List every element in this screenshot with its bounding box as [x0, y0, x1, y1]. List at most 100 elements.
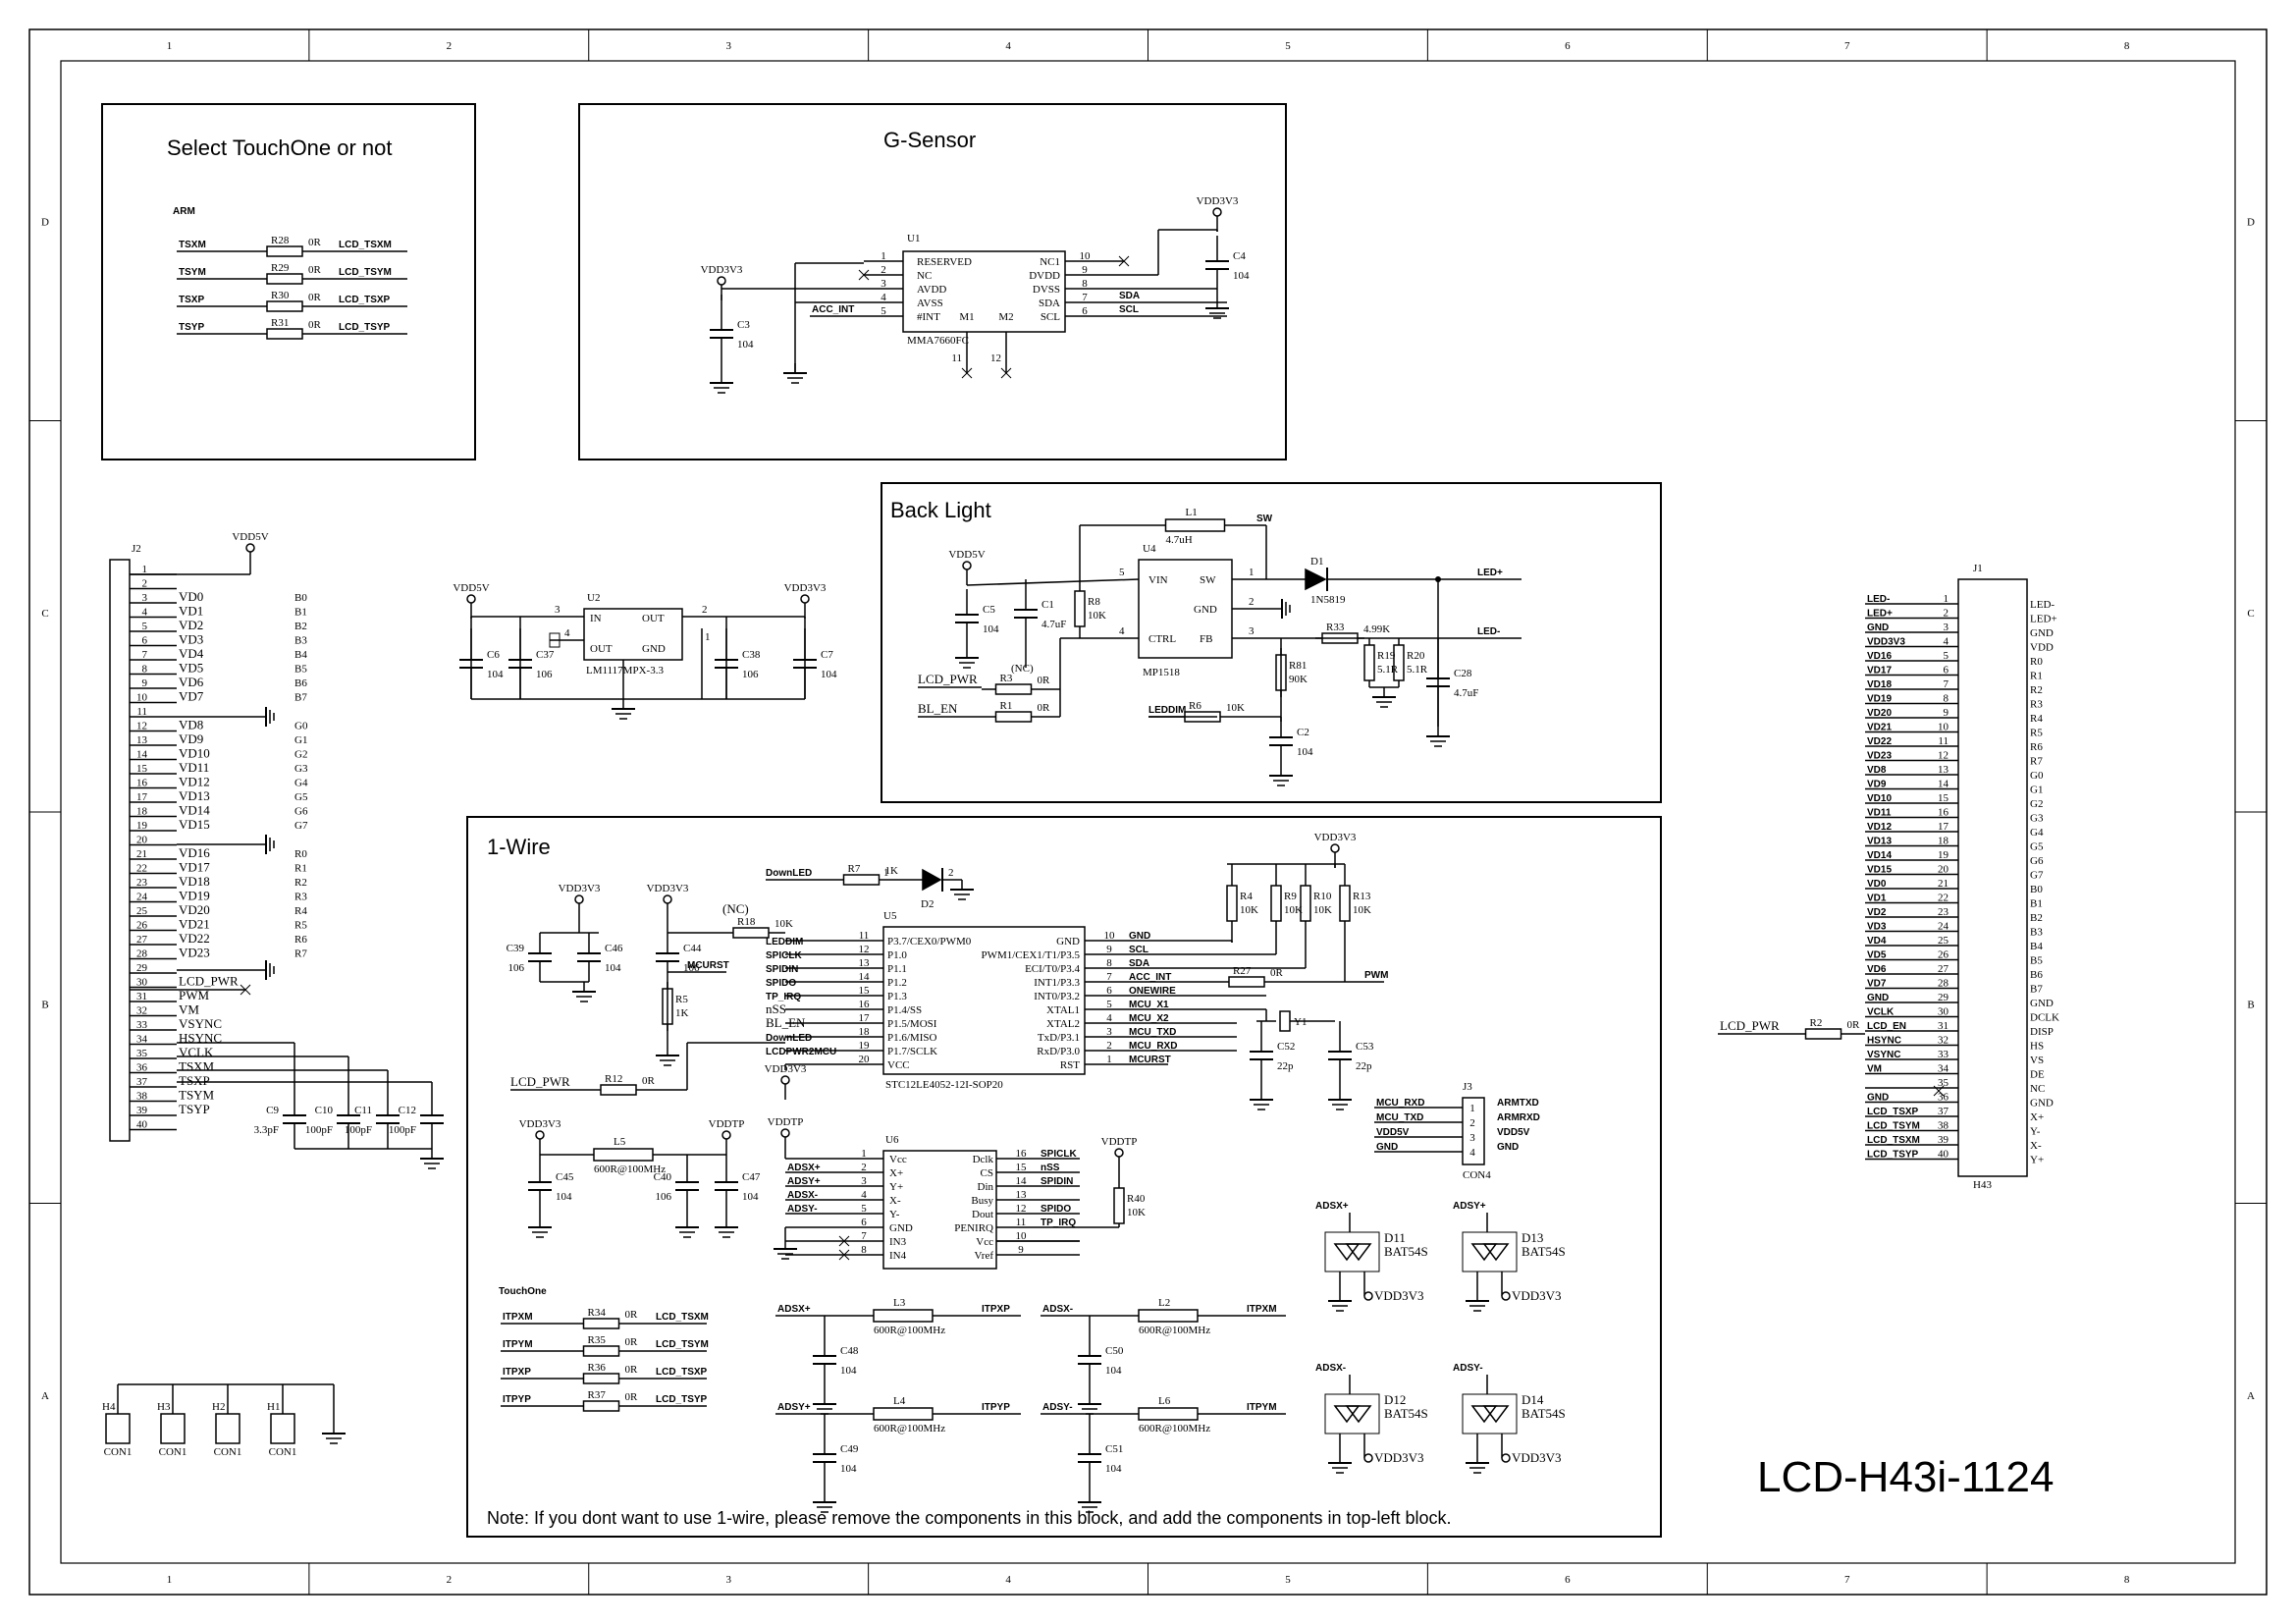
pin-name: GND: [1056, 936, 1080, 947]
net-label: TP_IRQ: [1041, 1218, 1076, 1228]
net-label: VD2: [179, 618, 203, 632]
pin-number: 16: [136, 778, 148, 789]
bit-label: R4: [294, 905, 307, 917]
cap-value: 100pF: [389, 1124, 416, 1136]
hole-ref: H1: [267, 1401, 280, 1413]
res-value: 0R: [1847, 1019, 1861, 1031]
net-label: VDD5V: [1497, 1127, 1530, 1138]
net-label: VD0: [179, 589, 203, 604]
net-label: LCD_TSXP: [1867, 1107, 1919, 1117]
pin-name: X+: [889, 1167, 903, 1179]
pin-number: 35: [136, 1048, 148, 1059]
net-label: SW: [1256, 514, 1273, 524]
block-title: G-Sensor: [883, 128, 976, 152]
res-value: 5.1R: [1407, 664, 1428, 676]
block-title: Back Light: [890, 498, 991, 522]
bit-label: B2: [294, 621, 307, 632]
inductor-ref: L3: [893, 1297, 906, 1309]
net-label: ADSX-: [1042, 1304, 1073, 1315]
pin-name: Dout: [972, 1209, 993, 1220]
pin-number: 10: [1938, 722, 1949, 733]
net-label: BL_EN: [766, 1015, 806, 1030]
pin-name: RxD/P3.0: [1037, 1046, 1080, 1057]
pin-name: RST: [1060, 1059, 1080, 1071]
cap-ref: C39: [507, 943, 525, 954]
net-label: ITPXM: [503, 1312, 533, 1323]
net-label: MCU_RXD: [1129, 1041, 1177, 1052]
bit-label: G0: [294, 721, 308, 732]
pin-number: 3: [142, 592, 148, 604]
net-label: VD9: [1867, 780, 1887, 790]
res-ref: R6: [1189, 700, 1201, 712]
net-label: TSYM: [179, 267, 206, 278]
pin-number: 3: [555, 604, 561, 616]
net-label: VD6: [179, 675, 204, 689]
pin-number: 20: [1938, 864, 1949, 876]
pin-number: 8: [1944, 693, 1949, 705]
res-ref: R10: [1313, 891, 1332, 902]
pin-number: 4: [1106, 1012, 1112, 1024]
pin-name: SW: [1200, 574, 1216, 586]
pin-number: 1: [1249, 567, 1255, 578]
bit-label: B0: [294, 592, 307, 604]
pin-function: R7: [2030, 756, 2043, 768]
res-value: 0R: [308, 237, 322, 248]
net-label: VD7: [1867, 979, 1887, 990]
net-label: nSS: [766, 1001, 786, 1016]
res-value: 10K: [1353, 904, 1371, 916]
net-label: LCD_TSXM: [656, 1312, 709, 1323]
chip-ref: U4: [1143, 543, 1156, 555]
power-net-label: VDD3V3: [784, 582, 827, 594]
inductor-ref: L6: [1158, 1395, 1171, 1407]
pin-name: AVSS: [917, 298, 943, 309]
pin-number: 7: [1082, 292, 1088, 303]
pin-function: DCLK: [2030, 1012, 2059, 1024]
pin-number: 13: [1016, 1189, 1028, 1201]
pin-number: 37: [1938, 1106, 1949, 1117]
pin-number: 26: [136, 920, 148, 932]
pin-number: 23: [1938, 906, 1949, 918]
inductor-value: 600R@100MHz: [874, 1423, 945, 1435]
pin-number: 32: [1938, 1035, 1949, 1047]
diode-value: BAT54S: [1522, 1406, 1566, 1421]
pin-number: 14: [1016, 1175, 1028, 1187]
pin-number: 2: [1106, 1040, 1112, 1052]
pin-number: 11: [1938, 735, 1949, 747]
res-ref: R28: [271, 235, 290, 246]
net-label: VD2: [1867, 907, 1887, 918]
connector-ref: J2: [132, 543, 141, 555]
pin-number: 5: [1106, 999, 1112, 1010]
pin-name: CTRL: [1148, 633, 1176, 645]
res-ref: R35: [588, 1334, 607, 1346]
pin-number: 14: [859, 971, 871, 983]
power-net-label: VDD3V3: [765, 1063, 807, 1075]
pin-number: 17: [136, 791, 148, 803]
power-net-label: VDD3V3: [647, 883, 689, 894]
pin-number: 11: [951, 352, 962, 364]
pin-number: 6: [1082, 305, 1088, 317]
pin-number: 4: [1469, 1147, 1475, 1159]
bit-label: R0: [294, 848, 307, 860]
net-label: LCD_TSYM: [339, 267, 392, 278]
res-ref: R18: [737, 916, 756, 928]
pin-number: 35: [1938, 1077, 1949, 1089]
pin-number: 13: [1938, 764, 1949, 776]
pin-number: 20: [136, 835, 148, 846]
bit-label: G6: [294, 806, 308, 818]
pin-name: GND: [642, 643, 666, 655]
pin-number: 2: [1469, 1117, 1475, 1129]
net-label: VD16: [179, 845, 210, 860]
res-ref: R3: [1000, 673, 1013, 684]
inductor-ref: L2: [1158, 1297, 1170, 1309]
pin-number: 9: [142, 677, 148, 689]
pin-function: R4: [2030, 713, 2043, 725]
pin-number: 9: [1082, 264, 1088, 276]
net-label: DownLED: [766, 868, 812, 879]
net-label: VD9: [179, 731, 203, 746]
net-label: VD1: [179, 604, 203, 619]
pin-number: 1: [883, 867, 889, 879]
pin-number: 29: [1938, 992, 1949, 1003]
net-label: ITPXP: [503, 1367, 531, 1378]
pin-name: ECI/T0/P3.4: [1025, 963, 1080, 975]
net-label: VD5: [1867, 950, 1887, 961]
